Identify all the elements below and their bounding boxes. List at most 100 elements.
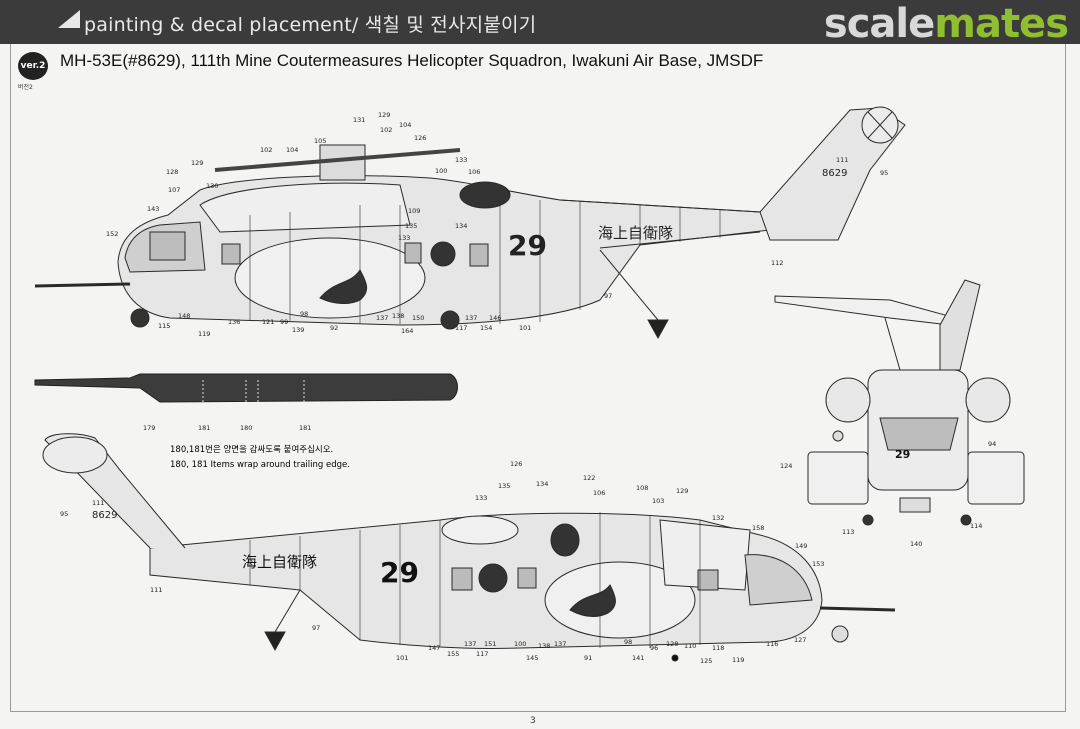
svg-text:133: 133 xyxy=(398,234,410,242)
serial-small-bottom: 111 xyxy=(92,499,104,507)
svg-text:95: 95 xyxy=(60,510,68,518)
svg-text:134: 134 xyxy=(455,222,467,230)
svg-text:102: 102 xyxy=(260,146,272,154)
serial-small-top: 111 xyxy=(836,156,848,164)
svg-text:110: 110 xyxy=(684,642,696,650)
svg-text:180: 180 xyxy=(240,424,252,432)
svg-text:126: 126 xyxy=(510,460,522,468)
svg-text:146: 146 xyxy=(489,314,501,322)
label-95-top: 95 xyxy=(880,169,888,177)
svg-text:143: 143 xyxy=(147,205,159,213)
brand-left: scale xyxy=(823,1,935,47)
svg-text:96: 96 xyxy=(650,644,658,652)
svg-text:140: 140 xyxy=(910,540,922,548)
svg-text:116: 116 xyxy=(766,640,778,648)
svg-text:112: 112 xyxy=(771,259,783,267)
svg-text:106: 106 xyxy=(468,168,480,176)
svg-text:127: 127 xyxy=(794,636,806,644)
svg-text:100: 100 xyxy=(514,640,526,648)
svg-text:135: 135 xyxy=(405,222,417,230)
svg-text:115: 115 xyxy=(158,322,170,330)
svg-text:111: 111 xyxy=(150,586,162,594)
svg-text:102: 102 xyxy=(380,126,392,134)
svg-text:181: 181 xyxy=(198,424,210,432)
svg-text:109: 109 xyxy=(408,207,420,215)
svg-text:92: 92 xyxy=(330,324,338,332)
helicopter-left-profile xyxy=(34,106,906,340)
svg-text:133: 133 xyxy=(475,494,487,502)
svg-text:129: 129 xyxy=(378,111,390,119)
serial-bottom: 8629 xyxy=(92,510,117,521)
brand-right: mates xyxy=(934,1,1069,47)
note-korean: 180,181번은 양면을 감싸도록 붙여주십시오. xyxy=(170,444,333,455)
svg-text:100: 100 xyxy=(435,167,447,175)
svg-text:164: 164 xyxy=(401,327,413,335)
helicopter-front-view xyxy=(774,279,1025,526)
svg-text:134: 134 xyxy=(536,480,548,488)
svg-text:101: 101 xyxy=(396,654,408,662)
svg-text:145: 145 xyxy=(526,654,538,662)
svg-text:98: 98 xyxy=(300,310,308,318)
svg-text:121: 121 xyxy=(262,318,274,326)
version-sub: 버전2 xyxy=(18,84,33,91)
brand-logo[interactable]: scalemates xyxy=(823,1,1069,47)
svg-text:128: 128 xyxy=(166,168,178,176)
svg-text:138: 138 xyxy=(392,312,404,320)
svg-text:126: 126 xyxy=(414,134,426,142)
svg-text:99: 99 xyxy=(280,318,288,326)
svg-text:129: 129 xyxy=(191,159,203,167)
hull-number-bottom: 29 xyxy=(380,556,419,589)
svg-text:119: 119 xyxy=(732,656,744,664)
svg-text:108: 108 xyxy=(636,484,648,492)
svg-text:106: 106 xyxy=(593,489,605,497)
svg-text:94: 94 xyxy=(988,440,996,448)
svg-text:103: 103 xyxy=(652,497,664,505)
serial-top: 8629 xyxy=(822,168,847,179)
svg-text:151: 151 xyxy=(484,640,496,648)
svg-text:137: 137 xyxy=(376,314,388,322)
svg-text:118: 118 xyxy=(712,644,724,652)
svg-text:135: 135 xyxy=(498,482,510,490)
svg-text:117: 117 xyxy=(455,324,467,332)
svg-text:105: 105 xyxy=(314,137,326,145)
kanji-bottom: 海上自衛隊 xyxy=(242,553,317,571)
svg-text:181: 181 xyxy=(299,424,311,432)
svg-text:137: 137 xyxy=(554,640,566,648)
svg-text:117: 117 xyxy=(476,650,488,658)
page-subtitle: MH-53E(#8629), 111th Mine Coutermeasures… xyxy=(60,51,764,70)
svg-text:131: 131 xyxy=(353,116,365,124)
svg-text:98: 98 xyxy=(624,638,632,646)
svg-text:107: 107 xyxy=(168,186,180,194)
svg-text:152: 152 xyxy=(106,230,118,238)
svg-text:114: 114 xyxy=(970,522,982,530)
hull-number-top: 29 xyxy=(508,229,547,262)
hull-number-front: 29 xyxy=(895,448,910,461)
svg-text:97: 97 xyxy=(312,624,320,632)
svg-text:97: 97 xyxy=(604,292,612,300)
svg-text:141: 141 xyxy=(632,654,644,662)
svg-text:119: 119 xyxy=(198,330,210,338)
svg-text:138: 138 xyxy=(538,642,550,650)
kanji-top: 海上自衛隊 xyxy=(598,224,673,242)
svg-text:133: 133 xyxy=(455,156,467,164)
svg-text:122: 122 xyxy=(583,474,595,482)
svg-text:155: 155 xyxy=(447,650,459,658)
svg-text:130: 130 xyxy=(206,182,218,190)
svg-text:129: 129 xyxy=(676,487,688,495)
svg-text:91: 91 xyxy=(584,654,592,662)
header-triangle-icon xyxy=(58,10,80,28)
svg-text:104: 104 xyxy=(286,146,298,154)
svg-text:179: 179 xyxy=(143,424,155,432)
svg-text:147: 147 xyxy=(428,644,440,652)
svg-text:136: 136 xyxy=(228,318,240,326)
svg-text:132: 132 xyxy=(712,514,724,522)
svg-text:137: 137 xyxy=(464,640,476,648)
note-english: 180, 181 Items wrap around trailing edge… xyxy=(170,460,350,470)
svg-text:149: 149 xyxy=(795,542,807,550)
header-bar: painting & decal placement/ 색칠 및 전사지붙이기 … xyxy=(0,0,1080,47)
svg-text:128: 128 xyxy=(666,640,678,648)
